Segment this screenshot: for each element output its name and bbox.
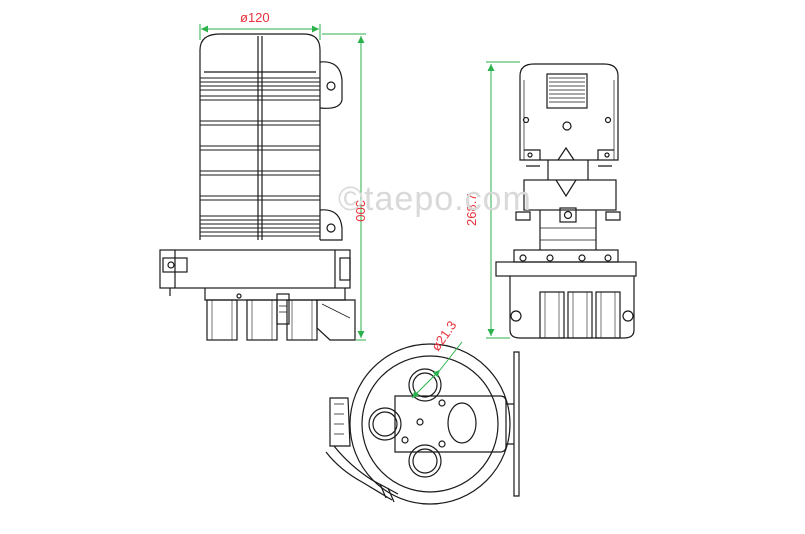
side-view	[495, 63, 637, 339]
front-dimensions	[199, 24, 366, 341]
watermark-text: ©taepo.com	[338, 180, 532, 218]
side-dimensions	[486, 61, 520, 339]
width-dimension-label: ø120	[240, 10, 270, 25]
bottom-view	[325, 343, 520, 505]
front-ribs	[200, 77, 320, 237]
height-dimension-label: 300	[353, 200, 368, 222]
front-view	[159, 33, 356, 341]
side-height-dimension-label: 268.7	[464, 193, 479, 226]
port-dimension	[411, 341, 463, 399]
